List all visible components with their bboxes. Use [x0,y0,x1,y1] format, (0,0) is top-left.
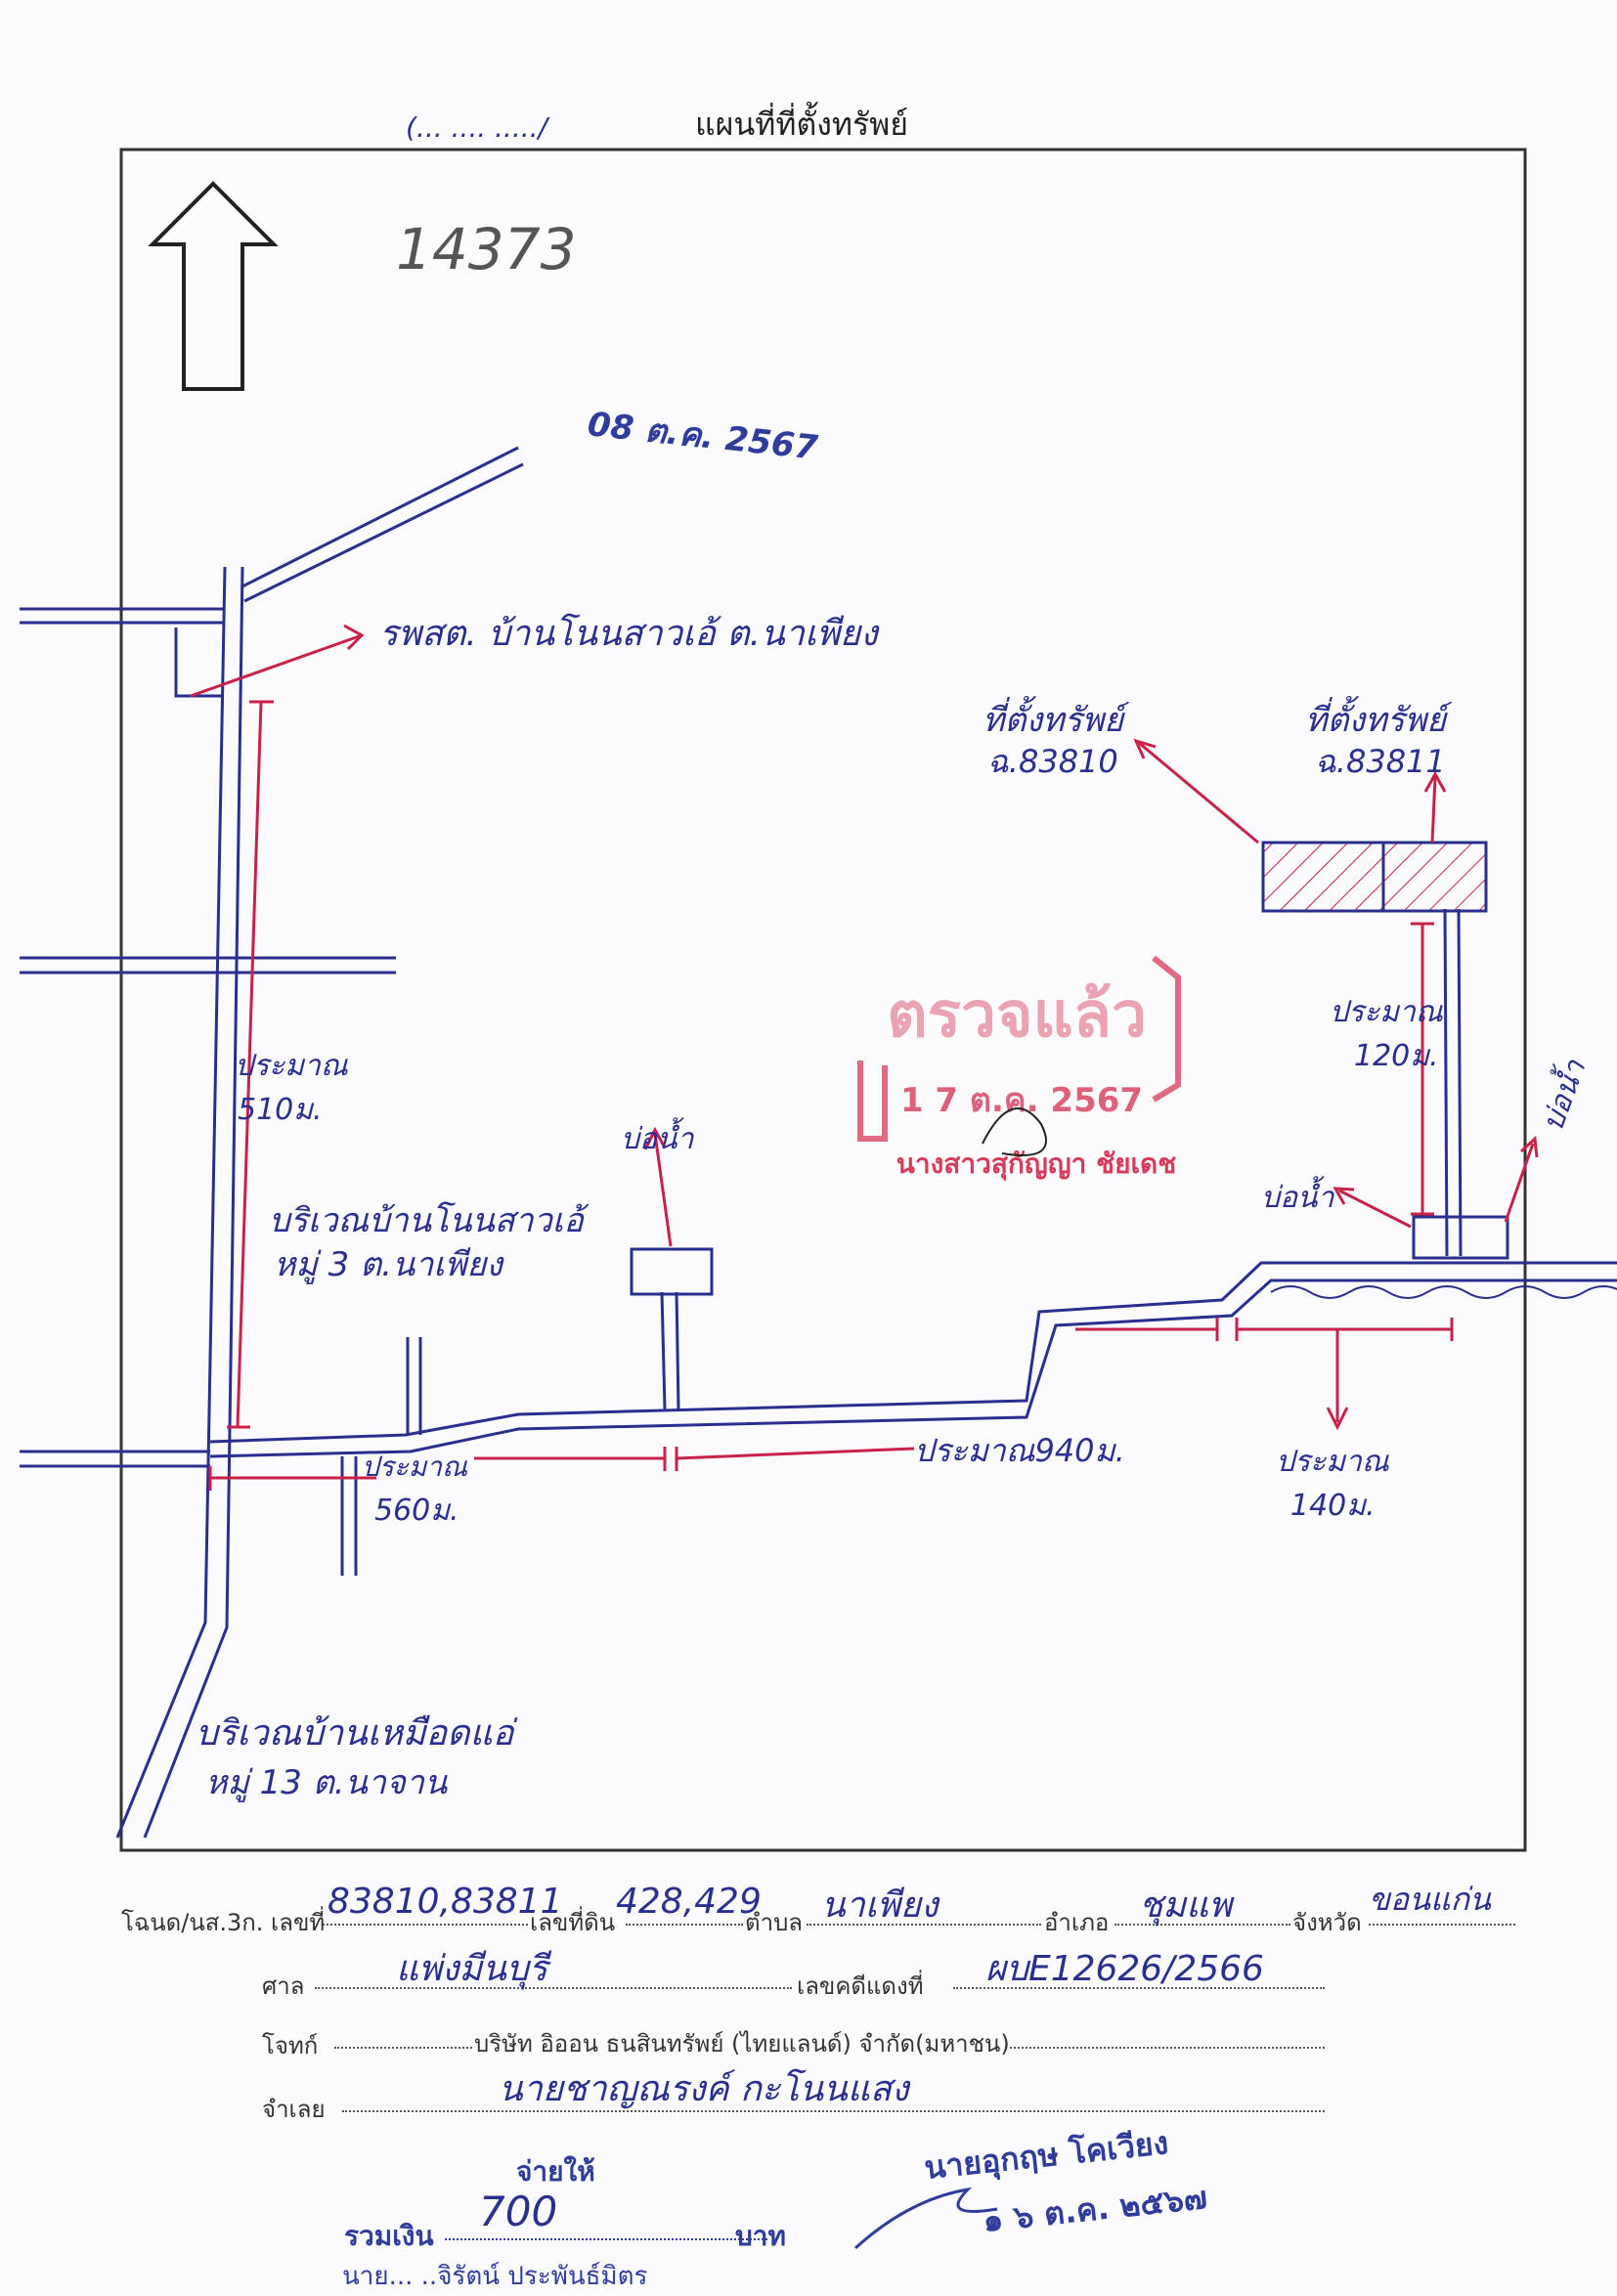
property-1-label: ที่ตั้งทรัพย์ [983,695,1130,740]
date-received-stamp: 08 ต.ค. 2567 [586,405,820,468]
case-label: เลขคดีแดงที่ [797,1972,924,2000]
province-value: ขอนแก่น [1369,1881,1491,1918]
payee-partial: นาย... ..จิรัตน์ ประพันธ์มิตร [342,2262,648,2291]
pond-3-label: บ่อน้ำ [1531,1053,1593,1136]
dist-120-line2: 120ม. [1354,1039,1439,1073]
dist-560-line2: 560ม. [374,1494,459,1528]
district-value: ชุมแพ [1139,1885,1233,1926]
paid-to-label: จ่ายให้ [516,2155,595,2188]
total-label: รวมเงิน [344,2220,434,2252]
defendant-label: จำเลย [262,2096,326,2123]
defendant-value: นายชาญณรงค์ กะโนนแสง [499,2069,909,2109]
red-approval-stamp: ตรวจแล้ว 1 7 ต.ค. 2567 นางสาวสุกัญญา ชัย… [857,955,1181,1181]
plaintiff-value: บริษัท อิออน ธนสินทรัพย์ (ไทยแลนด์) จำกั… [474,2024,1010,2062]
pond-2-label: บ่อน้ำ [1261,1176,1335,1215]
property-1-id: ฉ.83810 [987,743,1118,780]
area-1-line1: บริเวณบ้านโนนสาวเอ้ [269,1201,590,1240]
svg-text:ตรวจแล้ว: ตรวจแล้ว [887,979,1147,1052]
property-plots [1261,841,1488,913]
area-1-line2: หมู่ 3 ต.นาเพียง [274,1245,504,1284]
north-arrow-icon [148,181,279,391]
header-fragment: (... .... ...../ [406,111,550,144]
property-2-label: ที่ตั้งทรัพย์ [1305,695,1453,740]
dist-120-line1: ประมาณ [1330,995,1444,1029]
dist-140-line1: ประมาณ [1276,1445,1390,1479]
road-network [20,446,1617,1839]
district-label: อำเภอ [1044,1909,1110,1936]
pond-1-label: บ่อน้ำ [621,1117,695,1156]
dist-560-line1: ประมาณ [362,1451,468,1483]
map-number: 14373 [396,216,577,282]
area-2-line1: บริเวณบ้านเหมือดแอ่ [196,1713,518,1754]
currency-label: บาท [735,2220,786,2252]
measure-lines [190,624,1539,1491]
deed-label: โฉนด/นส.3ก. เลขที่ [121,1909,326,1936]
office-label: รพสต. บ้านโนนสาวเอ้ ต.นาเพียง [379,613,880,654]
area-2-line2: หมู่ 13 ต.นาจาน [205,1763,448,1802]
property-2-id: ฉ.83811 [1315,743,1446,780]
dist-510-line2: 510ม. [238,1093,323,1127]
court-label: ศาล [262,1972,305,2000]
case-value: ผบE12626/2566 [985,1949,1264,1989]
deed-value: 83810,83811 [328,1882,563,1922]
dist-510-line1: ประมาณ [235,1049,349,1083]
province-label: จังหวัด [1292,1909,1362,1936]
dist-140-line2: 140ม. [1290,1489,1376,1523]
signature-scribble [982,1107,1047,1156]
red-stamp-date: 1 7 ต.ค. 2567 [900,1081,1143,1120]
map-frame [119,148,1527,1852]
signer-signature [853,2187,998,2250]
court-value: แพ่งมีนบุรี [396,1949,548,1989]
plaintiff-label: โจทก์ [262,2032,319,2059]
dist-940: ประมาณ940ม. [914,1432,1125,1469]
land-no-value: 428,429 [616,1882,762,1922]
subdistrict-label: ตำบล [745,1909,804,1936]
land-no-label: เลขที่ดิน [530,1909,616,1936]
amount-value: 700 [479,2188,558,2235]
subdistrict-value: นาเพียง [821,1885,939,1926]
page-title: แผนที่ที่ตั้งทรัพย์ [695,102,908,143]
canal [1270,1285,1617,1299]
